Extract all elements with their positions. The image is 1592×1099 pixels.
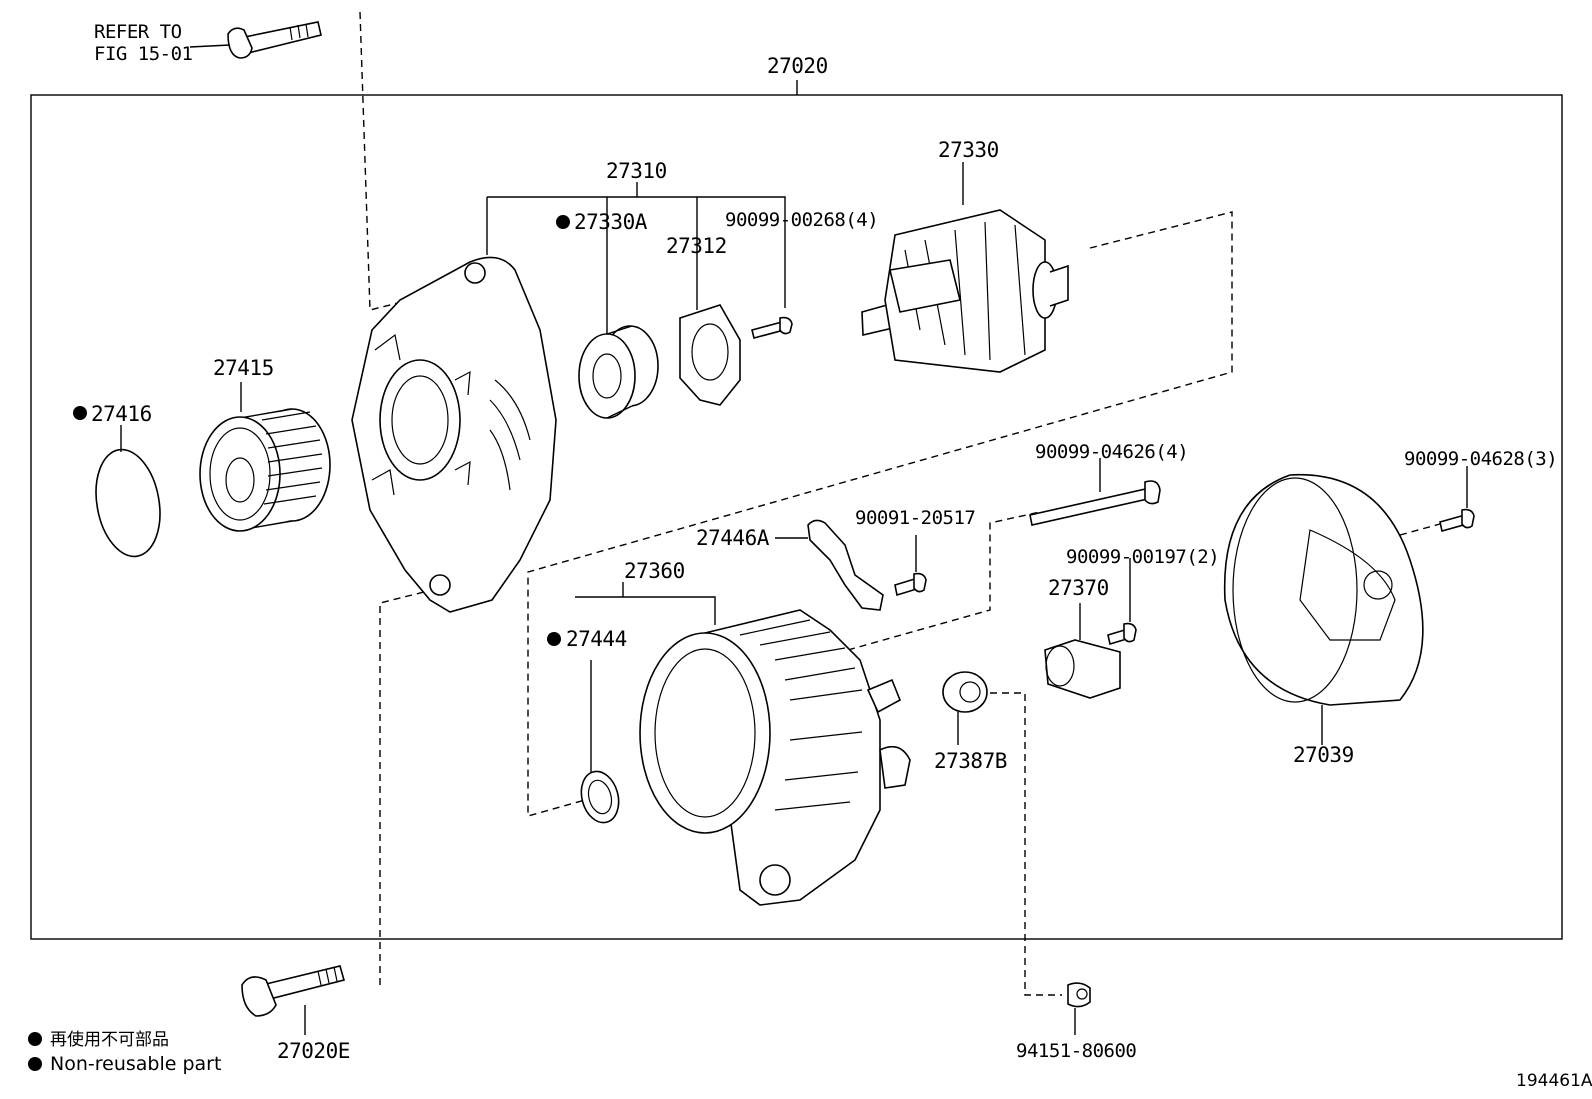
label-27020E: 27020E xyxy=(277,1039,350,1063)
label-90099-04626: 90099-04626(4) xyxy=(1035,441,1188,463)
bolt-27020E xyxy=(241,965,345,1035)
top-bolt xyxy=(189,21,322,59)
label-27387B: 27387B xyxy=(934,749,1007,773)
screw-90099-04628 xyxy=(1439,466,1475,532)
label-27330: 27330 xyxy=(938,138,999,162)
washer-27444 xyxy=(580,660,620,824)
non-reusable-marker-27416 xyxy=(73,406,87,420)
rear-cover-27039 xyxy=(1223,473,1424,745)
label-27020: 27020 xyxy=(767,54,828,78)
rotor-27330 xyxy=(861,162,1069,373)
retainer-27312 xyxy=(679,304,741,406)
legend-marker-en xyxy=(28,1057,42,1071)
label-90099-00197: 90099-00197(2) xyxy=(1066,546,1219,568)
ref-note-line1: REFER TO xyxy=(94,21,182,43)
label-27444: 27444 xyxy=(566,627,627,651)
legend-marker-jp xyxy=(28,1032,42,1046)
legend-text-jp: 再使用不可部品 xyxy=(50,1029,169,1050)
label-27360: 27360 xyxy=(624,559,685,583)
label-27370: 27370 xyxy=(1048,576,1109,600)
label-90099-00268: 90099-00268(4) xyxy=(725,209,878,231)
label-27415: 27415 xyxy=(213,356,274,380)
dashed-line-nut xyxy=(990,692,1062,996)
brush-holder-27370 xyxy=(1044,603,1121,699)
label-27416: 27416 xyxy=(91,402,152,426)
dashed-line-long-bolt xyxy=(847,511,1041,651)
insulator-27387B xyxy=(942,671,988,745)
screw-90099-00197 xyxy=(1107,558,1137,646)
plate-27446A xyxy=(775,519,884,611)
dashed-line-lower-bolt xyxy=(379,587,441,985)
bracket-27310 xyxy=(487,182,786,338)
bearing-27330A xyxy=(578,325,659,420)
label-27312: 27312 xyxy=(666,234,727,258)
label-27039: 27039 xyxy=(1293,743,1354,767)
drive-end-frame-27310 xyxy=(351,197,557,613)
pulley-27415 xyxy=(199,382,331,532)
label-94151-80600: 94151-80600 xyxy=(1016,1040,1136,1062)
label-27446A: 27446A xyxy=(696,526,770,550)
dashed-line-rotor-frame xyxy=(527,211,1233,817)
legend-text-en: Non-reusable part xyxy=(50,1053,221,1075)
label-27310: 27310 xyxy=(606,159,667,183)
dashed-line-top-bolt xyxy=(359,11,471,311)
non-reusable-marker-27444 xyxy=(547,632,561,646)
cap-27416 xyxy=(95,425,161,558)
label-90099-04628: 90099-04628(3) xyxy=(1404,448,1557,470)
bolt-90099-04626 xyxy=(1029,458,1161,526)
dashed-line-cover-bolt xyxy=(1399,523,1441,536)
screw-90091-20517 xyxy=(894,535,927,597)
label-90091-20517: 90091-20517 xyxy=(855,507,975,529)
nut-94151-80600 xyxy=(1067,982,1091,1035)
figure-id: 194461A xyxy=(1516,1071,1592,1091)
non-reusable-marker-27330A xyxy=(556,215,570,229)
ref-note-line2: FIG 15-01 xyxy=(94,43,193,65)
label-27330A: 27330A xyxy=(574,210,648,234)
screw-90099-00268 xyxy=(751,316,793,339)
rectifier-end-frame-27360 xyxy=(575,582,911,906)
